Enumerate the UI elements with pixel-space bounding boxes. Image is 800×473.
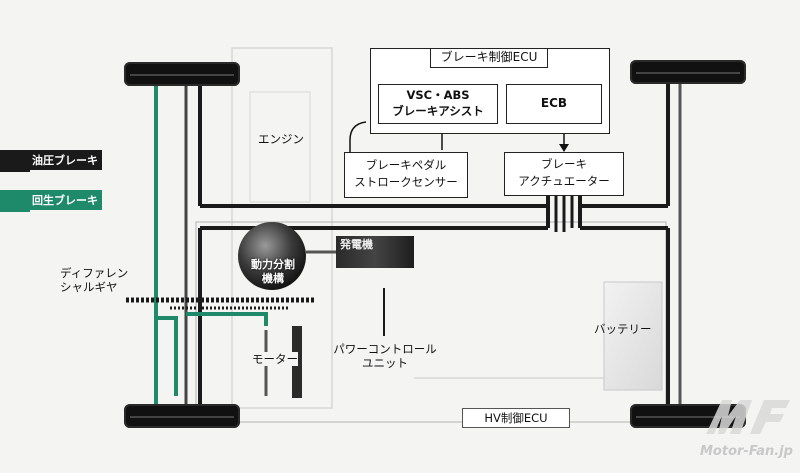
actuator-box: ブレーキ アクチュエーター <box>504 152 624 196</box>
power-split-line2: 機構 <box>262 271 284 285</box>
differential-line1: ディファレン <box>60 266 129 280</box>
tire-front-right <box>630 60 746 84</box>
vsc-abs-box: VSC・ABS ブレーキアシスト <box>378 84 498 124</box>
brake-ecu-title: ブレーキ制御ECU <box>430 48 548 68</box>
motor-label: モーター <box>252 352 298 367</box>
battery-block <box>603 281 663 391</box>
regen-path-motor <box>156 316 178 396</box>
actuator-arrowhead <box>559 144 569 152</box>
stroke-sensor-line1: ブレーキペダル <box>365 158 447 172</box>
legend-hydraulic-swatch <box>0 150 30 172</box>
differential-label: ディファレン シャルギヤ <box>60 266 128 295</box>
vsc-abs-line1: VSC・ABS <box>406 88 470 102</box>
actuator-line2: アクチュエーター <box>518 174 610 188</box>
engine-label: エンジン <box>258 132 304 146</box>
pcu-line1: パワーコントロール <box>333 342 437 356</box>
vsc-abs-line2: ブレーキアシスト <box>392 104 484 118</box>
engine-inner <box>249 91 311 203</box>
ecb-label: ECB <box>540 96 568 110</box>
tire-rear-left <box>124 404 240 428</box>
generator-label: 発電機 <box>340 238 373 251</box>
legend-hydraulic-label: 油圧ブレーキ <box>28 150 102 170</box>
motorfan-logo-mark <box>706 400 790 434</box>
tire-front-left <box>124 62 240 86</box>
ecb-box: ECB <box>506 84 602 124</box>
hv-ecu-label: HV制御ECU <box>462 408 570 428</box>
regen-path-diff <box>186 312 268 326</box>
differential-line2: シャルギヤ <box>60 280 118 295</box>
legend-regen-label: 回生ブレーキ <box>28 190 102 210</box>
legend-regen-swatch <box>0 190 30 212</box>
motorfan-logo <box>700 394 792 438</box>
motorfan-site: Motor-Fan.jp <box>700 444 793 459</box>
generator-block <box>336 236 414 268</box>
pcu-label: パワーコントロール ユニット <box>330 342 440 371</box>
stroke-sensor-box: ブレーキペダル ストロークセンサー <box>344 152 468 198</box>
legend: 油圧ブレーキ 回生ブレーキ <box>0 148 120 218</box>
power-split-line1: 動力分割 <box>251 258 295 271</box>
sensor-bracket <box>349 121 367 158</box>
battery-label: バッテリー <box>594 322 652 336</box>
actuator-line1: ブレーキ <box>541 157 587 171</box>
power-split-label: 動力分割 機構 <box>244 258 302 286</box>
pcu-line2: ユニット <box>362 356 408 371</box>
stroke-sensor-line2: ストロークセンサー <box>354 175 458 189</box>
power-split-sphere <box>238 222 306 290</box>
